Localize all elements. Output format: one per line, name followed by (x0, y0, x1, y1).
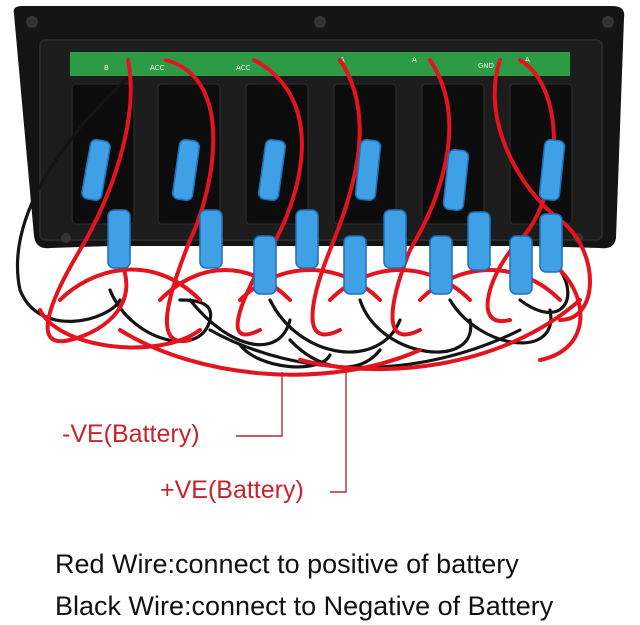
mounting-screw-top-left (26, 16, 38, 28)
pcb-marking: ACC (150, 64, 165, 72)
negative-battery-label: -VE(Battery) (62, 420, 200, 448)
spade-connector (199, 209, 223, 269)
spade-connector (539, 213, 563, 273)
negative-callout-leader (236, 372, 283, 437)
pcb-marking: ACC (236, 64, 251, 72)
spade-connector (253, 235, 277, 295)
mounting-screw-top-center (314, 16, 326, 28)
spade-connector (509, 235, 533, 295)
pcb-markings: B ACC ACC A A GND A (104, 56, 530, 72)
spade-connector (383, 209, 407, 269)
blue-spade-connectors (81, 138, 566, 295)
black-wires (15, 76, 570, 369)
pcb-marking: A (412, 56, 417, 64)
pcb-marking: A (340, 56, 345, 64)
positive-battery-label: +VE(Battery) (160, 476, 304, 504)
spade-connector (442, 148, 470, 212)
red-wire-caption: Red Wire:connect to positive of battery (55, 549, 519, 579)
mounting-screw-top-right (602, 16, 614, 28)
spade-connector (81, 138, 111, 202)
spade-connector (343, 235, 367, 295)
spade-connector (107, 209, 131, 269)
spade-connector (295, 209, 319, 269)
mounting-screw-bottom-left (61, 233, 71, 243)
spade-connector (538, 138, 566, 202)
pcb-marking: GND (478, 62, 494, 70)
spade-connector (467, 211, 491, 271)
spade-connector (171, 138, 201, 202)
spade-connector (429, 235, 453, 295)
pcb-marking: A (525, 56, 530, 64)
circuit-board (70, 52, 570, 76)
spade-connector (354, 138, 382, 202)
pcb-marking: B (104, 64, 109, 72)
positive-callout-leader (330, 372, 347, 493)
black-wire-caption: Black Wire:connect to Negative of Batter… (55, 591, 554, 621)
spade-connector (257, 138, 287, 202)
